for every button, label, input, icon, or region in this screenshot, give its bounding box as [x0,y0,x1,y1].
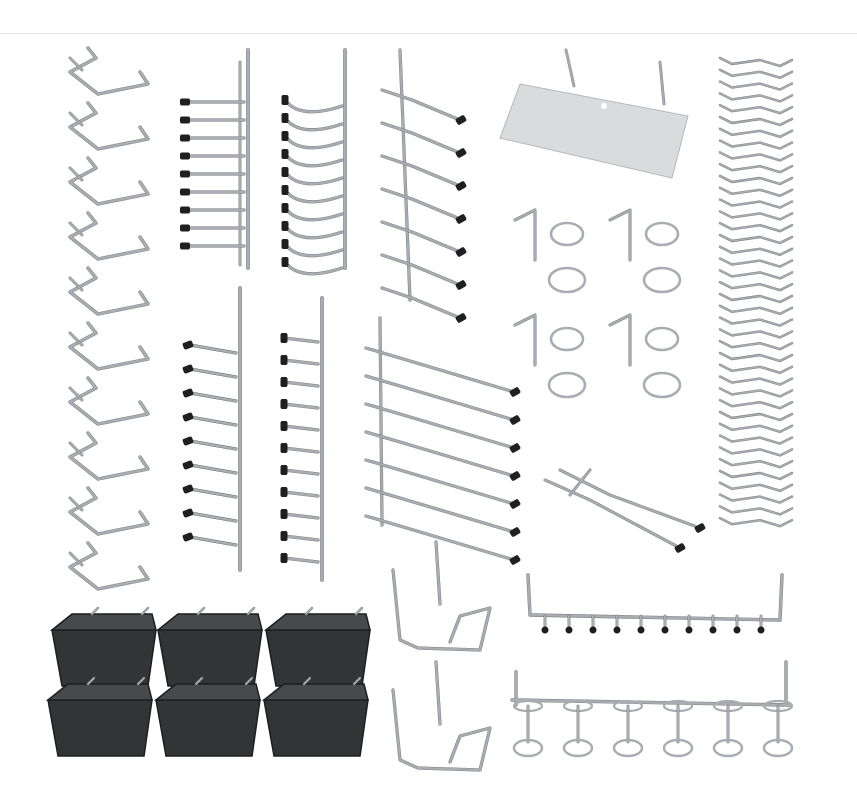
double-prong-hook-group [543,468,706,553]
curved-hooks-group [281,48,347,276]
storage-bins-group [45,606,371,757]
long-capped-hooks-group [364,316,521,565]
label-plate-group [499,48,689,179]
top-divider [0,33,857,34]
angled-capped-hooks-group [380,48,467,323]
ring-bar-holder-group [510,660,794,758]
zigzag-locks-group [718,56,794,528]
u-shelf-hooks-group [391,540,492,772]
j-hooks-group [68,46,150,591]
l-hooks-bottom-group [182,286,242,572]
l-hooks-top-group [180,48,250,270]
ring-holders-group [513,208,682,399]
multi-prong-bar-group [526,573,784,634]
straight-hooks-bottom-group [280,296,324,582]
